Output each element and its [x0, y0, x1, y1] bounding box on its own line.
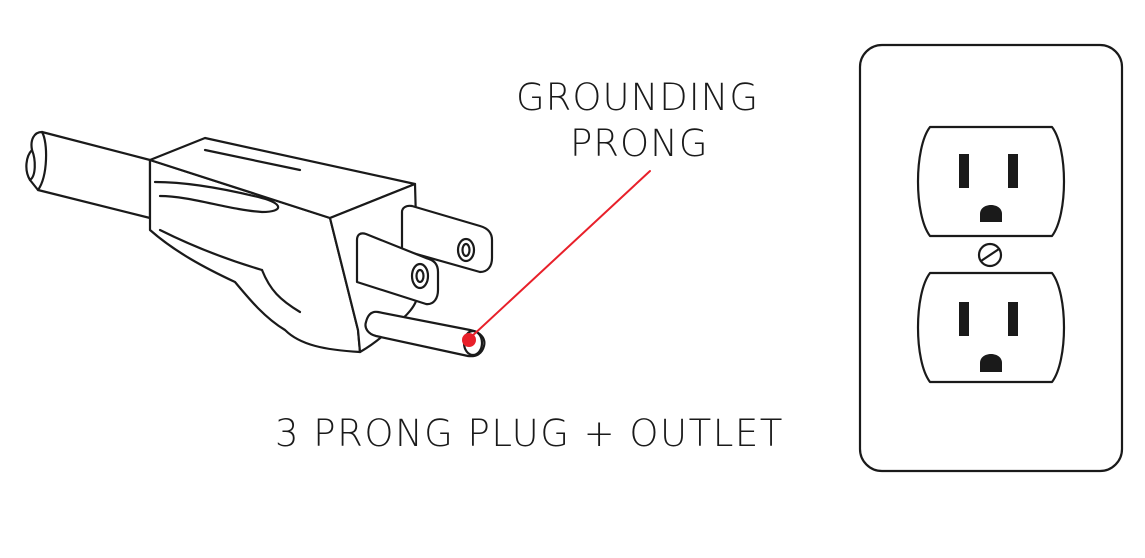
receptacle-upper — [916, 125, 1066, 238]
callout-leader — [462, 170, 651, 347]
outlet-icon — [858, 43, 1124, 473]
callout-label-line2: PRONG — [570, 122, 709, 165]
callout-dot-icon — [462, 333, 476, 347]
plug-body-side — [148, 158, 362, 354]
receptacle-lower — [916, 271, 1066, 384]
callout-label-line1: GROUNDING — [516, 76, 760, 119]
ground-prong — [364, 310, 486, 358]
diagram-caption: 3 PRONG PLUG + OUTLET — [275, 412, 784, 455]
plug-icon — [25, 130, 494, 358]
screw-icon — [977, 242, 1003, 268]
